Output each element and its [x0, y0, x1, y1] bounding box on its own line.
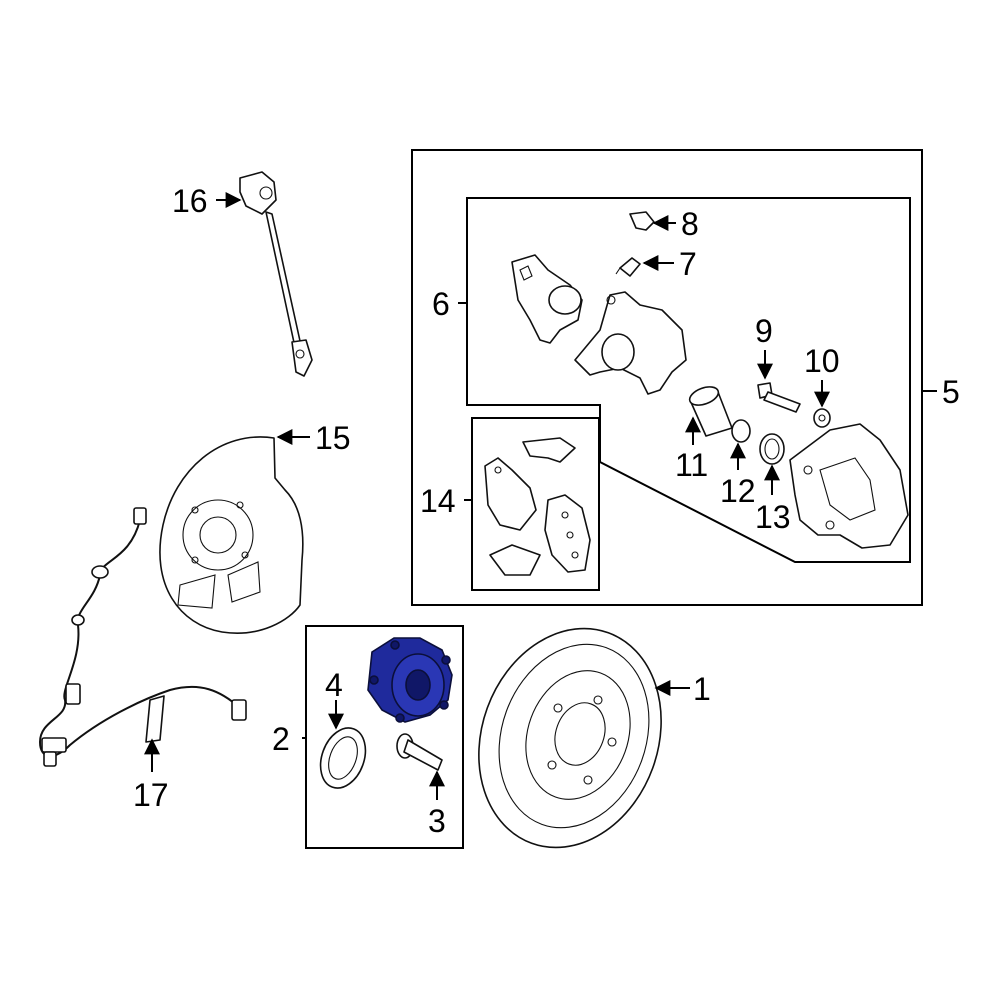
brake-pad-set-part[interactable] [484, 437, 591, 576]
callout-14: 14 [420, 483, 456, 519]
callout-7: 7 [679, 246, 697, 282]
hub-cap-part[interactable] [313, 722, 374, 795]
callout-10: 10 [804, 343, 840, 379]
abs-harness-part[interactable] [38, 507, 247, 767]
wheel-stud-part[interactable] [396, 733, 443, 771]
brake-rotor-part[interactable] [449, 603, 691, 874]
caliper-assembly-box [411, 149, 923, 606]
callout-5: 5 [942, 374, 960, 410]
piston-seal-part[interactable] [731, 419, 751, 443]
callout-1: 1 [693, 671, 711, 707]
bleeder-screw-part[interactable] [615, 257, 641, 277]
dust-shield-part[interactable] [159, 436, 304, 634]
callout-3: 3 [428, 803, 446, 839]
callout-8: 8 [681, 206, 699, 242]
callout-2: 2 [272, 721, 290, 757]
callout-17: 17 [133, 777, 169, 813]
hub-bearing-assembly-highlight[interactable] [367, 637, 453, 723]
callout-13: 13 [755, 499, 791, 535]
piston-boot-part[interactable] [759, 433, 785, 465]
callout-6: 6 [432, 286, 450, 322]
callout-11: 11 [675, 447, 708, 483]
caliper-support-bracket-part[interactable] [789, 423, 909, 549]
caliper-housing-part[interactable] [511, 254, 687, 395]
callout-15: 15 [315, 420, 351, 456]
callout-9: 9 [755, 313, 773, 349]
guide-pin-boot-part[interactable] [813, 408, 831, 428]
callout-12: 12 [720, 473, 756, 509]
bleeder-cap-part[interactable] [629, 211, 655, 231]
guide-pin-bolt-part[interactable] [757, 382, 801, 413]
caliper-subassembly-box [466, 197, 911, 563]
brake-pad-kit-box [471, 417, 600, 591]
leader-lines [144, 192, 937, 800]
callout-16: 16 [172, 183, 208, 219]
abs-sensor-bracket-part[interactable] [239, 171, 313, 377]
callout-4: 4 [325, 667, 343, 703]
